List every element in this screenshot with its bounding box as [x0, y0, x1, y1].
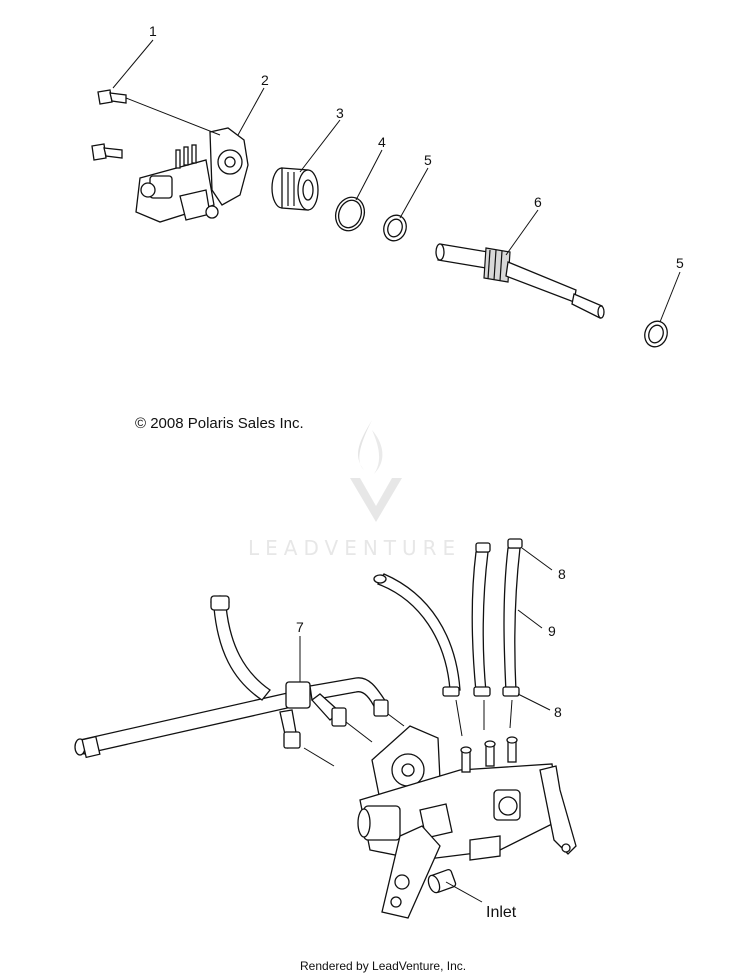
callout-5a: 5 — [424, 152, 432, 168]
leader-6 — [505, 209, 539, 256]
leader-9 — [517, 609, 543, 629]
hose-clamp-part-8-bottom-c — [502, 686, 520, 697]
leader-1 — [112, 39, 154, 89]
callout-5b: 5 — [676, 255, 684, 271]
leadventure-watermark: LEADVENTURE — [248, 420, 461, 560]
leader-5b — [659, 271, 681, 323]
callout-1: 1 — [149, 23, 157, 39]
callout-3: 3 — [336, 105, 344, 121]
hose-clamp-part-8-bottom-a — [442, 686, 460, 697]
callout-6: 6 — [534, 194, 542, 210]
washer-part-5-lower — [644, 320, 668, 348]
inlet-label: Inlet — [486, 904, 517, 921]
hose-guide-line-b — [345, 721, 373, 743]
oil-pump-assembly — [357, 725, 577, 919]
callout-4: 4 — [378, 134, 386, 150]
callout-8a: 8 — [558, 566, 566, 582]
drive-shaft-part-6 — [435, 243, 605, 319]
washer-part-5-upper — [383, 214, 407, 242]
callout-8b: 8 — [554, 704, 562, 720]
hose-guide-line-a — [303, 747, 335, 767]
o-ring-part-4 — [334, 196, 366, 232]
hose-clamp-part-8-top-left — [475, 542, 491, 553]
footer-text: Rendered by LeadVenture, Inc. — [300, 959, 466, 973]
callout-7: 7 — [296, 619, 304, 635]
hose-clamp-part-8-bottom-b — [473, 686, 491, 697]
oil-hose-part-7 — [74, 595, 389, 759]
bushing-part-3 — [271, 167, 319, 211]
leader-4 — [355, 149, 383, 201]
leader-5a — [399, 167, 429, 219]
bolt-part-1-lower — [91, 143, 123, 161]
leader-8a — [521, 547, 553, 571]
vent-hose — [373, 573, 461, 691]
bolt-guide-line-1 — [125, 97, 221, 136]
hose-guide-line-c — [387, 713, 405, 727]
hose-guide-line-d — [455, 699, 463, 737]
hose-clamp-part-8-top-right — [507, 538, 523, 549]
callout-9: 9 — [548, 623, 556, 639]
inlet-leader — [445, 881, 483, 903]
copyright-text: © 2008 Polaris Sales Inc. — [135, 415, 304, 432]
oil-pump-part-2 — [135, 127, 249, 223]
leader-2 — [237, 87, 265, 136]
callout-2: 2 — [261, 72, 269, 88]
leader-8b — [517, 693, 551, 711]
hose-guide-line-f — [509, 699, 513, 729]
bolt-part-1-upper — [97, 89, 127, 105]
oil-hose-part-9 — [471, 547, 521, 693]
watermark-text: LEADVENTURE — [248, 536, 461, 560]
leader-3 — [299, 119, 341, 173]
